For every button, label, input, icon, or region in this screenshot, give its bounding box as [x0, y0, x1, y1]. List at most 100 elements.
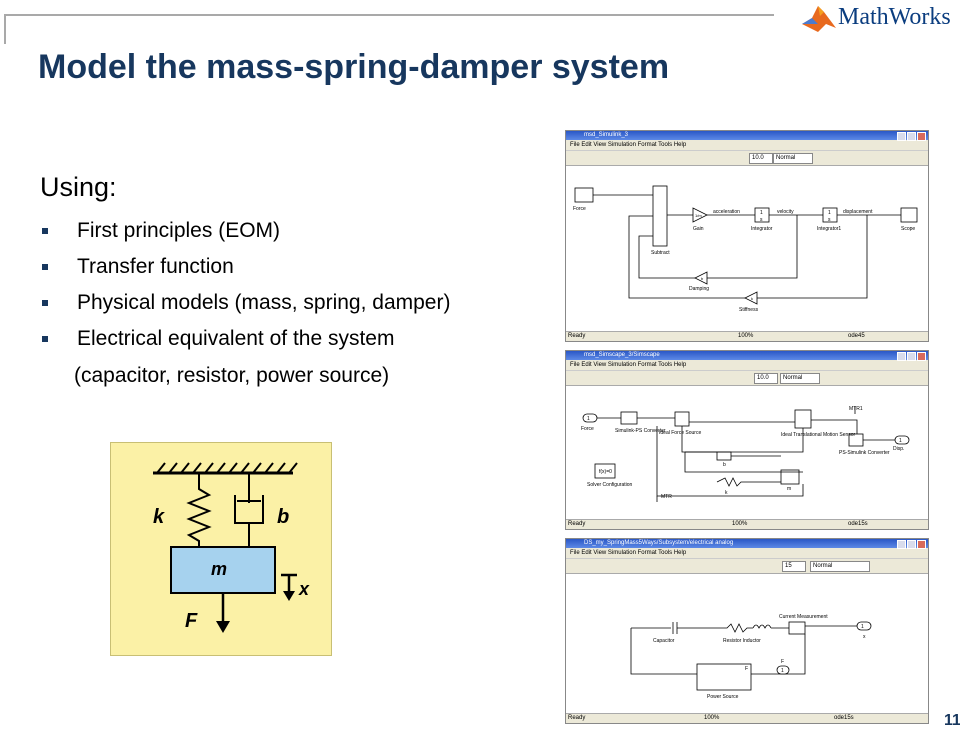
status-bar: Ready 100% ode15s	[566, 519, 928, 529]
power-source-f-input: F	[745, 666, 748, 672]
integrator-numerator: 1	[760, 210, 763, 216]
displacement-label: x	[298, 579, 310, 599]
integrator1-block-label: Integrator1	[817, 226, 841, 232]
electrical-diagram: Current Measurement Capacitor Resistor I…	[630, 614, 872, 700]
status-zoom: 100%	[738, 333, 754, 339]
mtr-label: MTR	[661, 494, 672, 500]
toolbar[interactable]: 10.0 Normal	[566, 151, 928, 166]
disp-out-port-number: 1	[899, 438, 902, 444]
integrator-block-label: Integrator	[751, 226, 773, 232]
velocity-signal-label: velocity	[777, 209, 794, 215]
sim-mode-select[interactable]: Normal	[773, 153, 813, 164]
simulink-window[interactable]: msd_Simulink_3 File Edit View Simulation…	[565, 130, 929, 342]
force-block-label: Force	[573, 206, 586, 212]
displacement-signal-label: displacement	[843, 209, 873, 215]
header-rule	[4, 14, 774, 16]
sim-mode-select[interactable]: Normal	[810, 561, 870, 572]
force-inport-label: Force	[581, 426, 594, 432]
window-title: msd_Simulink_3	[584, 132, 629, 138]
simscape-window[interactable]: msd_Simscape_3/Simscape File Edit View S…	[565, 350, 929, 530]
status-zoom: 100%	[732, 521, 748, 527]
damping-block-label: Damping	[689, 286, 709, 292]
maximize-icon[interactable]	[907, 132, 916, 141]
gain-value: 1/m	[695, 213, 702, 218]
force-in-port-number: 1	[587, 416, 590, 422]
minimize-icon[interactable]	[897, 352, 906, 361]
slide-title: Model the mass-spring-damper system	[38, 48, 670, 86]
status-zoom: 100%	[704, 715, 720, 721]
capacitor-label: Capacitor	[653, 638, 675, 644]
status-ready: Ready	[568, 333, 586, 339]
status-ready: Ready	[568, 521, 586, 527]
window-titlebar[interactable]: DS_my_SpringMass5Ways/Subsystem/electric…	[566, 539, 928, 549]
status-bar: Ready 100% ode15s	[566, 713, 928, 723]
menu-bar[interactable]: File Edit View Simulation Format Tools H…	[566, 140, 928, 151]
solver-config-label: Solver Configuration	[587, 482, 633, 488]
disp-outport-label: Disp.	[893, 446, 904, 452]
x-outport-label: x	[863, 634, 866, 640]
resistor-inductor-label: Resistor Inductor	[723, 638, 761, 644]
gain-block-label: Gain	[693, 226, 704, 232]
x-port-number: 1	[861, 624, 864, 630]
status-solver: ode15s	[848, 521, 868, 527]
power-source-label: Power Source	[707, 694, 739, 700]
status-solver: ode15s	[834, 715, 854, 721]
matlab-membrane-logo-icon	[802, 6, 836, 32]
brand-name: MathWorks	[838, 4, 951, 30]
spring-constant-label: k	[153, 506, 165, 528]
bullet-marker	[42, 264, 48, 270]
sim-mode-select[interactable]: Normal	[780, 373, 820, 384]
mass-m-label: m	[787, 486, 791, 492]
window-titlebar[interactable]: msd_Simulink_3	[566, 131, 928, 141]
window-titlebar[interactable]: msd_Simscape_3/Simscape	[566, 351, 928, 361]
motion-sensor-label: Ideal Translational Motion Sensor	[781, 432, 856, 438]
integrator-denominator: s	[760, 217, 763, 223]
status-solver: ode45	[848, 333, 865, 339]
scope-block-label: Scope	[901, 226, 915, 232]
simulink-diagram: Force Subtract 1/m Gain acceleration 1 s…	[573, 185, 918, 313]
maximize-icon[interactable]	[907, 540, 916, 549]
bullet-marker	[42, 300, 48, 306]
current-measurement-label: Current Measurement	[779, 614, 828, 620]
close-icon[interactable]	[917, 132, 926, 141]
minimize-icon[interactable]	[897, 540, 906, 549]
msd-diagram-svg: k b m x F	[153, 462, 310, 633]
minimize-icon[interactable]	[897, 132, 906, 141]
subtract-block-label: Subtract	[651, 250, 670, 256]
toolbar[interactable]: 15 Normal	[566, 559, 928, 574]
stop-time-field[interactable]: 10.0	[754, 373, 778, 384]
bullet-text: First principles (EOM)	[77, 219, 281, 242]
page-number: 11	[944, 712, 960, 729]
bullet-continuation: (capacitor, resistor, power source)	[74, 364, 390, 387]
damping-constant-label: b	[277, 506, 289, 528]
menu-bar[interactable]: File Edit View Simulation Format Tools H…	[566, 548, 928, 559]
integrator1-denominator: s	[828, 217, 831, 223]
using-heading: Using:	[40, 172, 117, 202]
damper-b-label: b	[723, 462, 726, 468]
stop-time-field[interactable]: 15	[782, 561, 806, 572]
acceleration-signal-label: acceleration	[713, 209, 740, 215]
mtr1-label: MTR1	[849, 406, 863, 412]
window-title: DS_my_SpringMass5Ways/Subsystem/electric…	[584, 540, 734, 546]
stop-time-field[interactable]: 10.0	[749, 153, 773, 164]
toolbar[interactable]: 10.0 Normal	[566, 371, 928, 386]
bullet-marker	[42, 336, 48, 342]
status-ready: Ready	[568, 715, 586, 721]
solver-glyph: f(x)=0	[599, 469, 612, 475]
damping-value: b	[701, 276, 704, 281]
close-icon[interactable]	[917, 540, 926, 549]
electrical-analog-window[interactable]: DS_my_SpringMass5Ways/Subsystem/electric…	[565, 538, 929, 724]
window-title: msd_Simscape_3/Simscape	[584, 352, 660, 358]
header-rule-tick	[4, 14, 6, 44]
spring-k-label: k	[725, 490, 728, 496]
model-canvas[interactable]: Current Measurement Capacitor Resistor I…	[567, 574, 927, 713]
simscape-diagram: 1 1 Force Simulink-PS Converter Ideal Fo…	[581, 406, 910, 502]
sps-converter-label: Simulink-PS Converter	[615, 428, 666, 434]
bullet-text: Transfer function	[77, 255, 234, 278]
menu-bar[interactable]: File Edit View Simulation Format Tools H…	[566, 360, 928, 371]
model-canvas[interactable]: 1 1 Force Simulink-PS Converter Ideal Fo…	[567, 386, 927, 519]
close-icon[interactable]	[917, 352, 926, 361]
model-canvas[interactable]: Force Subtract 1/m Gain acceleration 1 s…	[567, 166, 927, 331]
maximize-icon[interactable]	[907, 352, 916, 361]
ps-simulink-label: PS-Simulink Converter	[839, 450, 890, 456]
